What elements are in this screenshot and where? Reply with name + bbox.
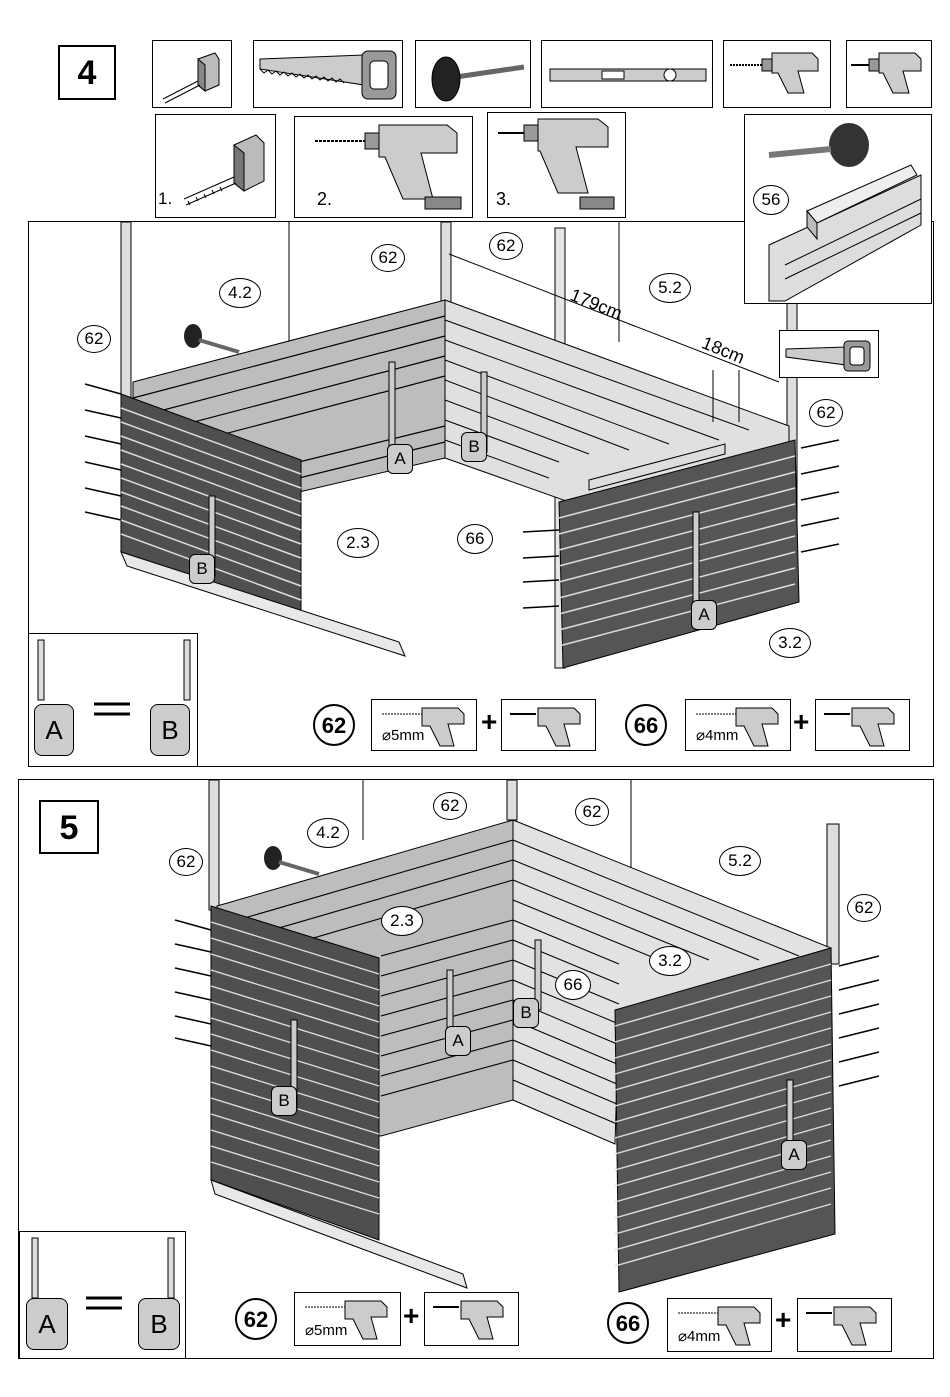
marker-b-back: B <box>461 432 487 462</box>
screw-spec-66 <box>797 1298 892 1352</box>
tool-mallet <box>415 40 531 108</box>
drill-part-66: 66 <box>607 1302 649 1344</box>
spirit-level-icon <box>542 41 713 108</box>
legend-a: A <box>26 1298 68 1350</box>
tape-measure-icon <box>153 41 232 108</box>
screwdriver-drill-icon <box>798 1299 892 1352</box>
drill-spec-66: ⌀4mm <box>685 699 791 751</box>
marker-b-front: B <box>271 1086 297 1116</box>
tool-tape-measure-small <box>152 40 232 108</box>
screw-spec-66 <box>815 699 910 751</box>
marker-b-back: B <box>513 998 539 1028</box>
drill-size-4mm: ⌀4mm <box>696 726 738 744</box>
callout-4-2: 4.2 <box>307 818 349 848</box>
step-5-diagram: 5 <box>18 779 934 1359</box>
screwdriver-drill-icon <box>816 700 910 751</box>
tool-drill-2: 2. <box>294 116 473 218</box>
a-equals-b-legend: A B <box>28 633 198 767</box>
callout-62-top-a: 62 <box>433 792 467 820</box>
drill-icon <box>724 41 831 108</box>
plus-66: + <box>775 1304 791 1336</box>
callout-62-top-b: 62 <box>575 798 609 826</box>
screwdriver-drill-icon <box>502 700 596 751</box>
drill-part-66: 66 <box>625 704 667 746</box>
tape-measure-icon <box>156 115 276 218</box>
plus-62: + <box>403 1300 419 1332</box>
drill-spec-62: ⌀5mm <box>294 1292 401 1346</box>
tool-drill-top-b <box>846 40 932 108</box>
drill-size-5mm: ⌀5mm <box>382 726 424 744</box>
drill-spec-66: ⌀4mm <box>667 1298 772 1352</box>
part-56-inset: 56 <box>744 114 932 304</box>
callout-3-2: 3.2 <box>649 946 691 976</box>
callout-66: 66 <box>457 524 493 554</box>
drill-size-4mm: ⌀4mm <box>678 1327 720 1345</box>
tool-drill-3: 3. <box>487 112 626 218</box>
tool-step-label-2: 2. <box>317 189 332 210</box>
screw-spec-62 <box>501 699 596 751</box>
callout-4-2: 4.2 <box>219 278 261 308</box>
screwdriver-drill-icon <box>425 1293 519 1346</box>
plus-62: + <box>481 706 497 738</box>
callout-5-2: 5.2 <box>719 846 761 876</box>
plus-66: + <box>793 706 809 738</box>
legend-b: B <box>138 1298 180 1350</box>
drill-part-62: 62 <box>235 1298 277 1340</box>
callout-62-right: 62 <box>809 399 843 427</box>
saw-icon <box>254 41 403 108</box>
tool-step-label-1: 1. <box>158 189 172 209</box>
saw-inset <box>779 330 879 378</box>
tool-drill-top-a <box>723 40 831 108</box>
legend-a: A <box>34 704 74 756</box>
callout-2-3: 2.3 <box>381 906 423 936</box>
marker-a-front: A <box>781 1140 807 1170</box>
marker-a-back: A <box>387 444 413 474</box>
tool-step-label-3: 3. <box>496 189 511 210</box>
marker-b-front: B <box>189 554 215 584</box>
callout-62-left: 62 <box>77 325 111 353</box>
callout-5-2: 5.2 <box>649 273 691 303</box>
step-4-number: 4 <box>58 45 116 100</box>
rubber-mallet-icon <box>416 41 531 108</box>
callout-62-right: 62 <box>847 894 881 922</box>
tool-saw <box>253 40 403 108</box>
callout-62-top-b: 62 <box>489 232 523 260</box>
a-equals-b-legend: A B <box>19 1231 186 1359</box>
saw-icon <box>780 331 879 378</box>
tool-spirit-level <box>541 40 713 108</box>
screwdriver-drill-icon <box>847 41 932 108</box>
tool-measure-1: 1. <box>155 114 276 218</box>
screw-spec-62 <box>424 1292 519 1346</box>
drill-spec-62: ⌀5mm <box>371 699 477 751</box>
marker-a-front: A <box>691 600 717 630</box>
part-56-callout: 56 <box>753 185 789 215</box>
callout-66: 66 <box>555 970 591 1000</box>
legend-b: B <box>150 704 190 756</box>
callout-62-top-a: 62 <box>371 244 405 272</box>
marker-a-back: A <box>445 1026 471 1056</box>
drill-size-5mm: ⌀5mm <box>305 1321 347 1339</box>
callout-62-left: 62 <box>169 848 203 876</box>
callout-3-2: 3.2 <box>769 628 811 658</box>
drill-part-62: 62 <box>313 704 355 746</box>
callout-2-3: 2.3 <box>337 528 379 558</box>
